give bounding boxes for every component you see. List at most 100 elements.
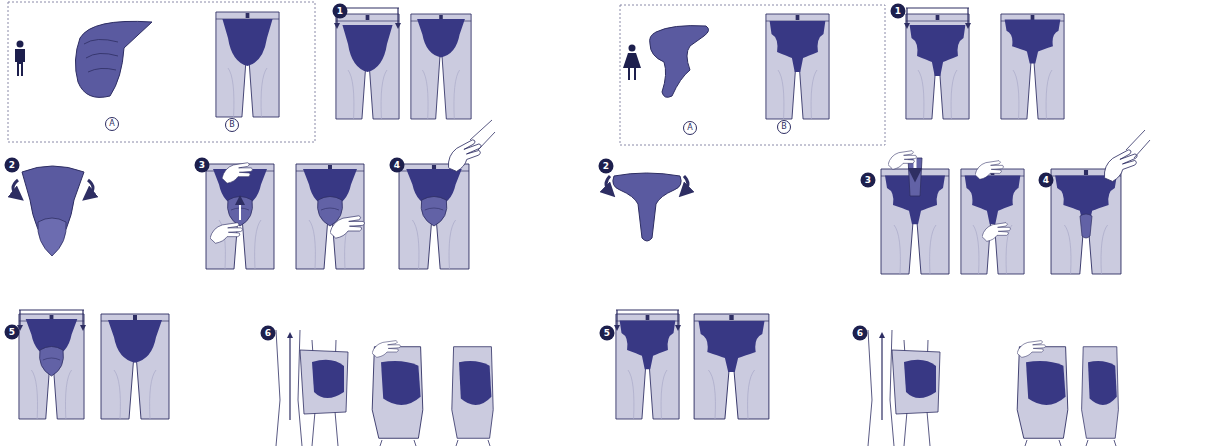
pull-arrow — [82, 310, 83, 328]
pad-in-shorts — [222, 19, 272, 66]
pull-up-arrow — [881, 335, 882, 420]
callout-number: 4 — [390, 158, 405, 173]
fold-arrow — [13, 180, 18, 196]
pull-line — [616, 309, 679, 310]
pad-side — [312, 360, 344, 398]
pull-arrow — [19, 310, 20, 328]
part-letter: B — [225, 118, 239, 132]
male-pad-folded — [13, 166, 93, 256]
icon-body — [15, 49, 25, 76]
pad-in-shorts — [1005, 20, 1061, 64]
shorts — [766, 14, 829, 119]
pad-in-shorts — [620, 321, 676, 370]
pad-in-shorts — [342, 25, 392, 72]
pad-outline — [75, 21, 152, 97]
callout-number: 2 — [599, 159, 614, 174]
pad-cup — [228, 197, 253, 227]
leg-figure — [276, 330, 348, 446]
part-letter: B — [777, 120, 791, 134]
shorts — [1051, 169, 1121, 274]
hand — [975, 161, 1004, 180]
pull-arrow — [397, 8, 398, 26]
pull-arrow — [967, 8, 968, 26]
shorts — [1001, 14, 1064, 119]
pad-in-shorts — [770, 21, 826, 72]
side-view — [372, 347, 423, 439]
fold-arrow — [606, 176, 610, 192]
pull-up-arrow — [289, 335, 290, 420]
part-letter: A — [105, 117, 119, 131]
shorts — [206, 164, 274, 269]
side-view — [1017, 347, 1068, 439]
man-icon — [15, 41, 25, 77]
callout-number: 6 — [261, 326, 276, 341]
woman-icon — [623, 45, 641, 81]
pad-side — [904, 360, 936, 398]
pad-in-shorts — [699, 321, 765, 372]
pad-cup — [40, 347, 64, 377]
shorts — [616, 314, 679, 419]
callout-number: 3 — [861, 173, 876, 188]
shorts — [19, 314, 84, 419]
pad-in-shorts — [417, 19, 465, 57]
shorts — [399, 164, 469, 269]
leg-line — [380, 440, 490, 446]
pad-cup — [1080, 214, 1092, 238]
callout-number: 5 — [5, 325, 20, 340]
callout-number: 4 — [1039, 173, 1054, 188]
fold-arrow — [88, 180, 93, 196]
shorts — [906, 14, 969, 119]
pull-arrow — [906, 8, 907, 26]
shorts — [336, 14, 399, 119]
hand — [222, 163, 253, 184]
callout-number: 1 — [333, 4, 348, 19]
side-view — [452, 347, 493, 439]
icon-head — [17, 41, 24, 48]
hand-group — [442, 138, 486, 174]
shorts — [961, 169, 1024, 274]
shorts — [296, 164, 364, 269]
hand — [330, 216, 364, 238]
dashed-frame — [8, 2, 315, 142]
pad-contour — [84, 39, 118, 72]
pad-outline — [613, 173, 681, 241]
male-pad — [75, 21, 152, 97]
female-pad — [650, 26, 709, 98]
leg-line — [1025, 440, 1116, 446]
pad-cup — [421, 197, 447, 227]
pad-in-shorts — [108, 320, 162, 363]
pull-arrow — [677, 310, 678, 328]
fold-arrow — [684, 176, 688, 192]
pad-in-shorts — [910, 25, 966, 76]
pull-line — [19, 309, 84, 310]
callout-number: 1 — [891, 4, 906, 19]
shorts — [101, 314, 169, 419]
hand — [888, 151, 917, 170]
icon-body — [623, 53, 641, 80]
arm-line — [470, 120, 495, 150]
callout-number: 3 — [195, 158, 210, 173]
hand — [1098, 148, 1142, 184]
leg-figure — [868, 330, 940, 446]
callout-number: 6 — [853, 326, 868, 341]
hand — [1017, 341, 1046, 358]
shorts — [216, 12, 279, 117]
side-view — [1082, 347, 1119, 439]
shorts — [694, 314, 769, 419]
pad-cup — [38, 218, 66, 256]
shorts — [411, 14, 471, 119]
callout-number: 5 — [600, 326, 615, 341]
pull-arrow — [616, 310, 617, 328]
pull-line — [906, 7, 969, 8]
shorts-side — [300, 350, 348, 414]
hand — [442, 138, 486, 174]
arm-line — [1126, 130, 1150, 158]
hand — [372, 341, 401, 358]
hand-group — [1098, 148, 1142, 184]
part-letter: A — [683, 121, 697, 135]
callout-number: 2 — [5, 158, 20, 173]
female-pad-folded — [606, 173, 688, 241]
hand — [982, 223, 1011, 242]
